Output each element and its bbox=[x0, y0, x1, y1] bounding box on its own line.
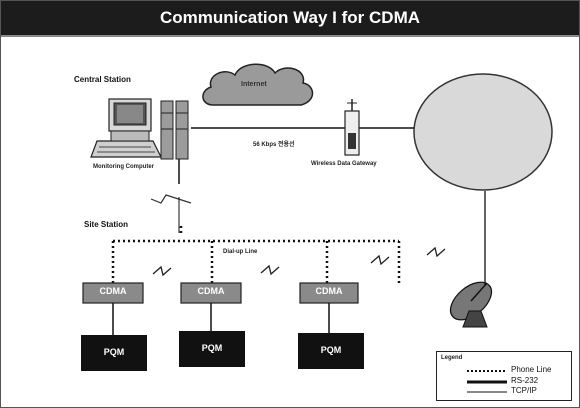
satellite-dish-icon bbox=[449, 281, 493, 328]
cdma-label: CDMA bbox=[197, 286, 225, 296]
pqm-label: PQM bbox=[320, 345, 342, 355]
legend: Legend Phone Line RS-232 TCP/IP bbox=[436, 351, 572, 401]
thin-line-swatch bbox=[467, 391, 507, 393]
legend-item-phone-line: Phone Line bbox=[437, 365, 571, 376]
pqm-unit bbox=[179, 331, 245, 367]
diagram-title: Communication Way I for CDMA bbox=[1, 1, 579, 37]
dialup-line-label: Dial-up Line bbox=[223, 249, 258, 255]
internet-label: Internet bbox=[241, 81, 267, 88]
monitoring-computer-label: Monitoring Computer bbox=[93, 164, 154, 170]
legend-item-tcpip: TCP/IP bbox=[437, 386, 571, 397]
legend-title: Legend bbox=[441, 355, 463, 361]
legend-label: Phone Line bbox=[511, 365, 552, 374]
gateway-label: Wireless Data Gateway bbox=[311, 161, 377, 167]
legend-label: TCP/IP bbox=[511, 386, 537, 395]
monitoring-computer-icon bbox=[90, 98, 162, 158]
phone-line-network bbox=[111, 223, 401, 283]
legend-item-rs232: RS-232 bbox=[437, 376, 571, 387]
coverage-ellipse bbox=[413, 73, 553, 191]
site-station-label: Site Station bbox=[84, 220, 129, 229]
pqm-unit bbox=[298, 333, 364, 369]
cdma-label: CDMA bbox=[315, 286, 343, 296]
gateway-icon bbox=[344, 99, 360, 156]
internet-cloud bbox=[202, 63, 314, 106]
wireless-signal-icons bbox=[152, 246, 446, 277]
link-speed-label: 56 Kbps 전용선 bbox=[253, 142, 295, 148]
cdma-label: CDMA bbox=[99, 286, 127, 296]
pqm-label: PQM bbox=[201, 343, 223, 353]
central-station-label: Central Station bbox=[74, 75, 131, 84]
pqm-label: PQM bbox=[103, 347, 125, 357]
pqm-unit bbox=[81, 335, 147, 371]
radio-zigzag-icon bbox=[150, 194, 192, 204]
legend-label: RS-232 bbox=[511, 376, 539, 385]
server-tower-icon bbox=[160, 100, 189, 160]
dotted-line-swatch bbox=[467, 370, 507, 372]
thick-line-swatch bbox=[467, 380, 507, 384]
